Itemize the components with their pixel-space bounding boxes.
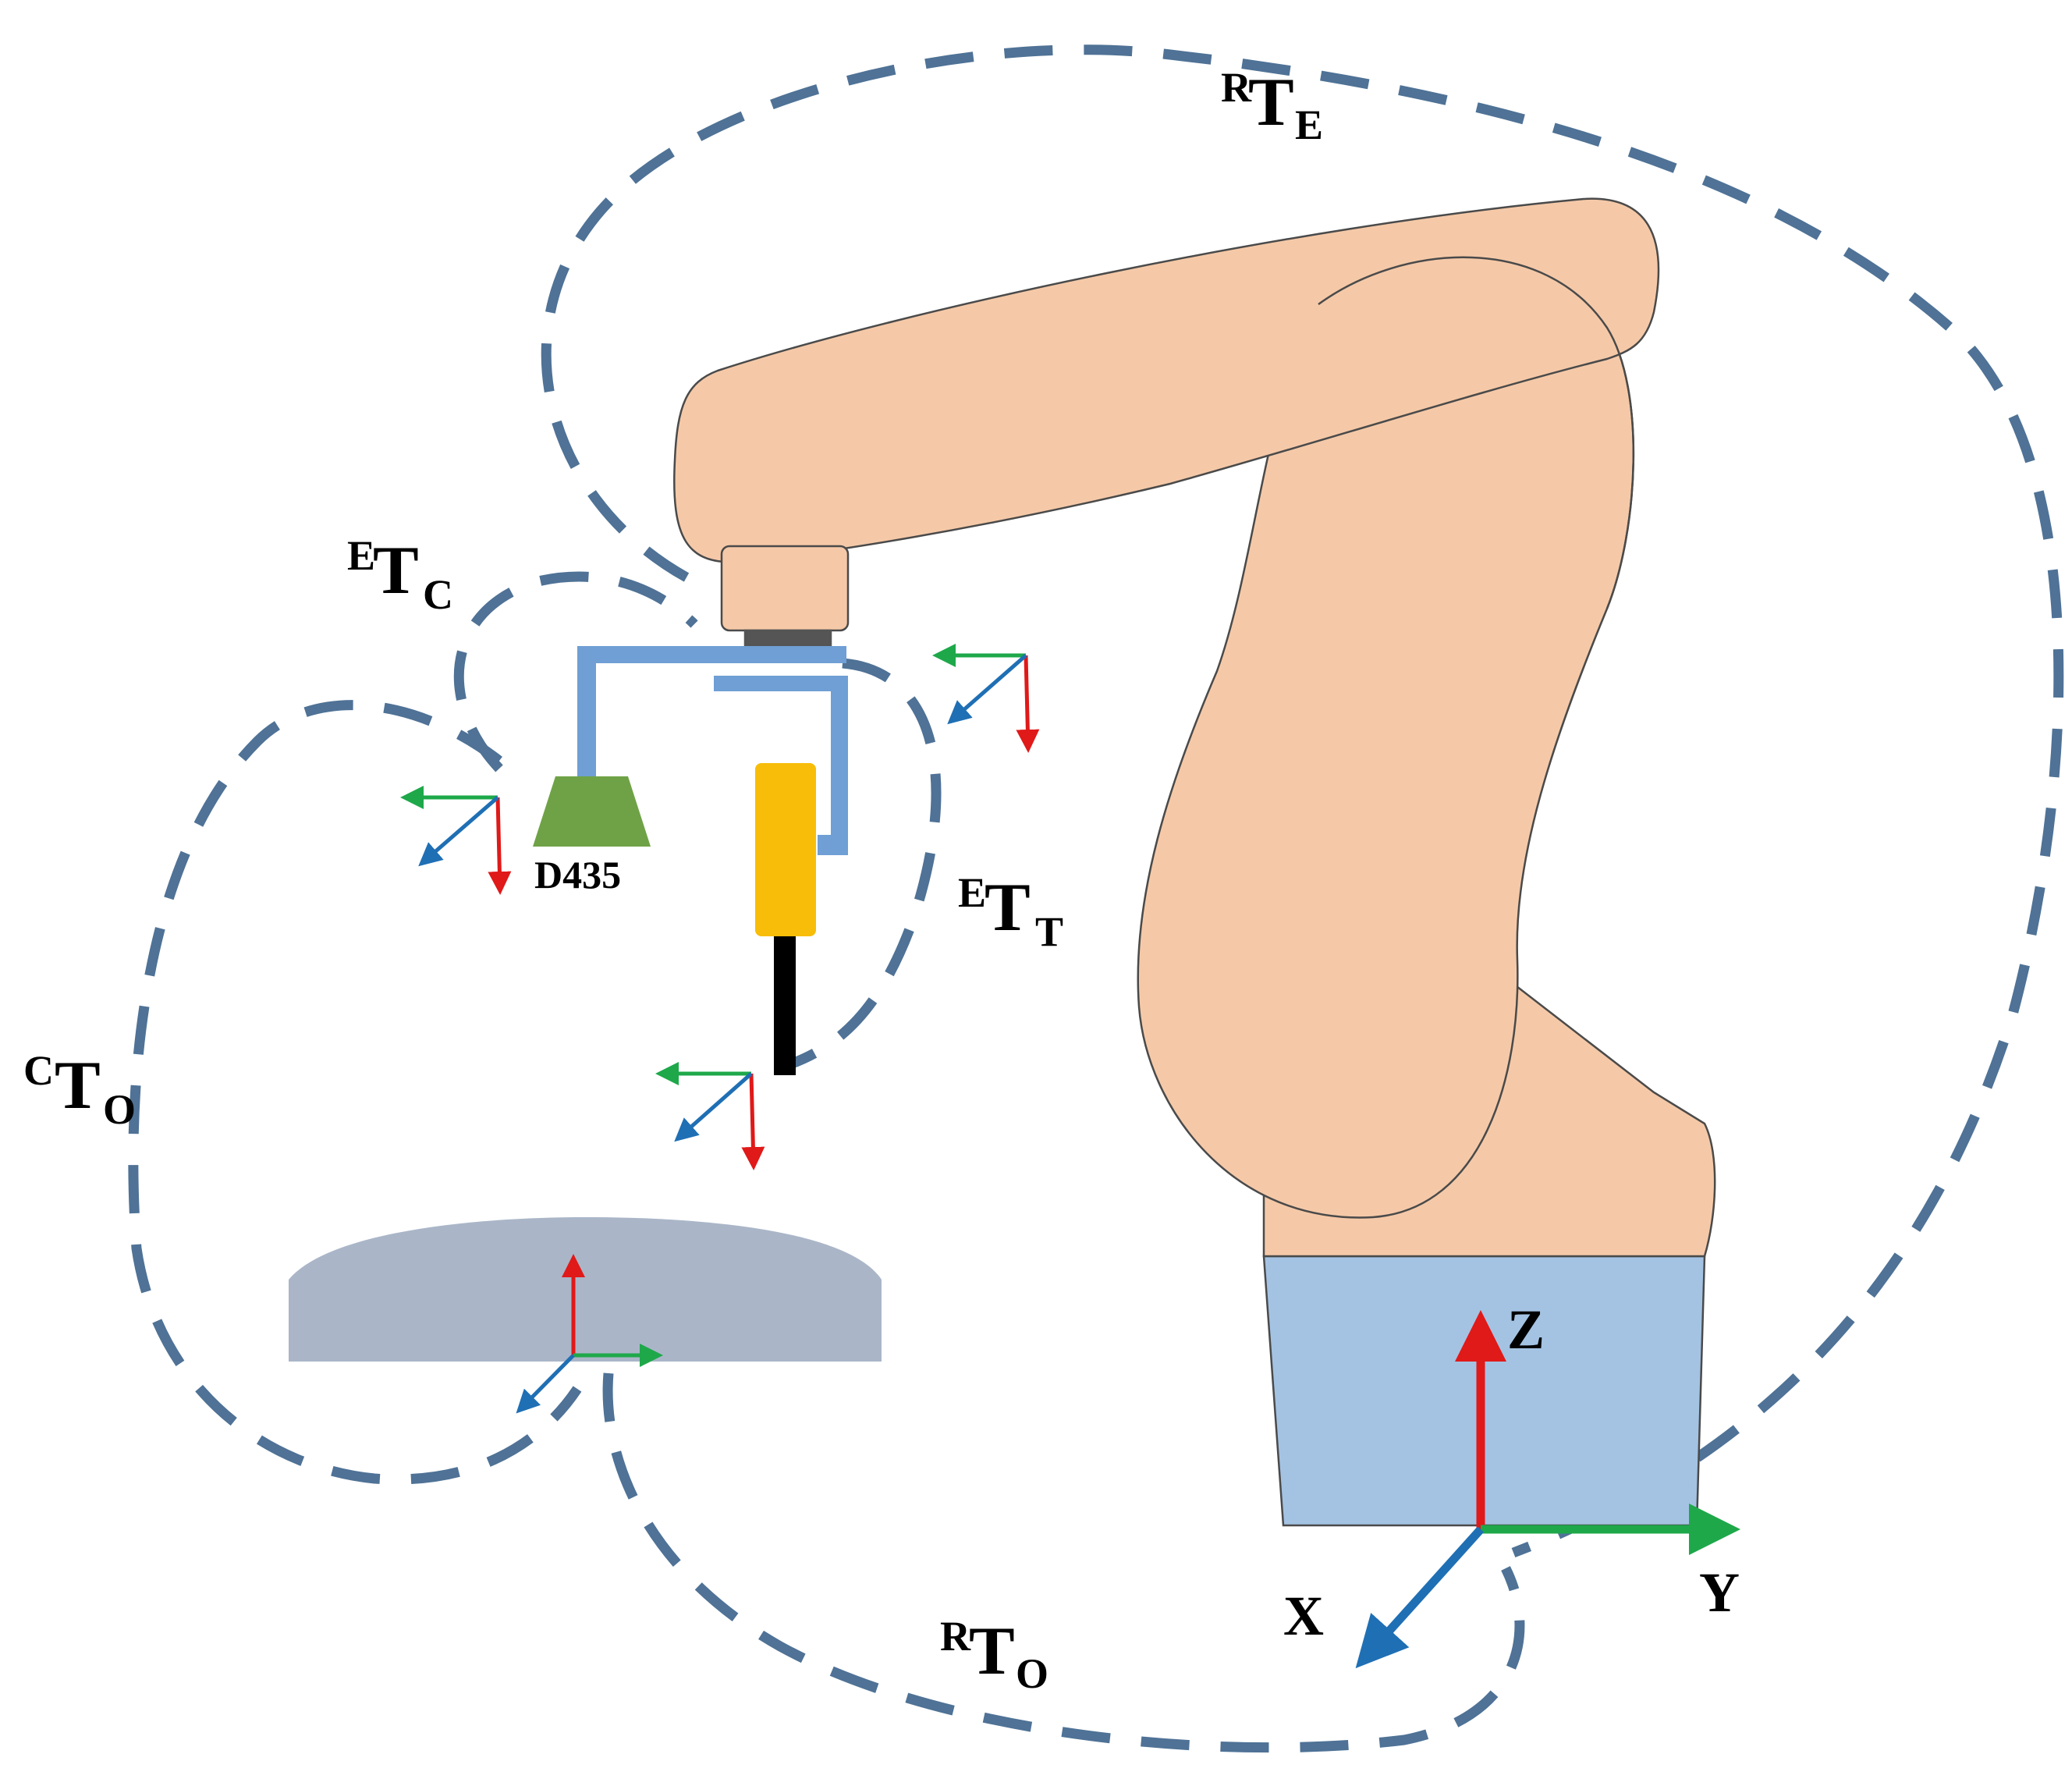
label-etc: E T C xyxy=(347,532,453,618)
label-cto-sup: C xyxy=(23,1047,54,1094)
robot-arm xyxy=(673,197,1716,1527)
frame-object xyxy=(516,1254,663,1414)
label-cto-main: T xyxy=(55,1048,101,1124)
label-rto-main: T xyxy=(969,1614,1015,1689)
tool-tip xyxy=(774,936,796,1075)
frame-end-effector xyxy=(932,644,1040,753)
end-effector-bracket xyxy=(577,646,848,855)
label-rto: R T O xyxy=(940,1613,1048,1697)
label-rte: R T E xyxy=(1221,64,1323,148)
frame-camera xyxy=(400,786,512,895)
label-ett-sup: E xyxy=(958,869,986,916)
label-etc-sup: E xyxy=(347,532,375,579)
label-cto-sub: O xyxy=(103,1086,136,1133)
label-ett-sub: T xyxy=(1035,908,1063,955)
loop-rte xyxy=(541,44,2064,1558)
frame-tool xyxy=(655,1062,765,1170)
transform-loops xyxy=(128,44,2064,1753)
label-etc-sub: C xyxy=(423,571,453,618)
label-cto: C T O xyxy=(23,1047,136,1133)
label-ett-main: T xyxy=(985,870,1031,946)
label-ett: E T T xyxy=(958,869,1063,955)
robot-forearm xyxy=(673,197,1660,563)
axis-label-z: Z xyxy=(1507,1298,1545,1361)
loop-rto xyxy=(602,1372,1525,1753)
loop-cto xyxy=(128,700,582,1485)
frame-robot-base xyxy=(1355,1310,1740,1669)
camera-d435 xyxy=(533,776,651,847)
axis-label-x: X xyxy=(1283,1585,1324,1647)
label-rto-sup: R xyxy=(940,1613,971,1660)
camera-label: D435 xyxy=(534,853,621,897)
label-etc-main: T xyxy=(373,533,419,609)
label-rte-sub: E xyxy=(1295,101,1323,148)
robot-flange xyxy=(743,629,832,648)
label-rte-main: T xyxy=(1248,65,1294,140)
workpiece-table xyxy=(289,1217,882,1362)
label-rte-sup: R xyxy=(1221,64,1252,111)
label-rto-sub: O xyxy=(1016,1650,1048,1697)
loop-ett xyxy=(786,658,942,1071)
tool-body xyxy=(755,763,816,936)
robot-wrist xyxy=(720,545,850,632)
loop-etc xyxy=(453,571,698,772)
axis-label-y: Y xyxy=(1699,1561,1740,1624)
